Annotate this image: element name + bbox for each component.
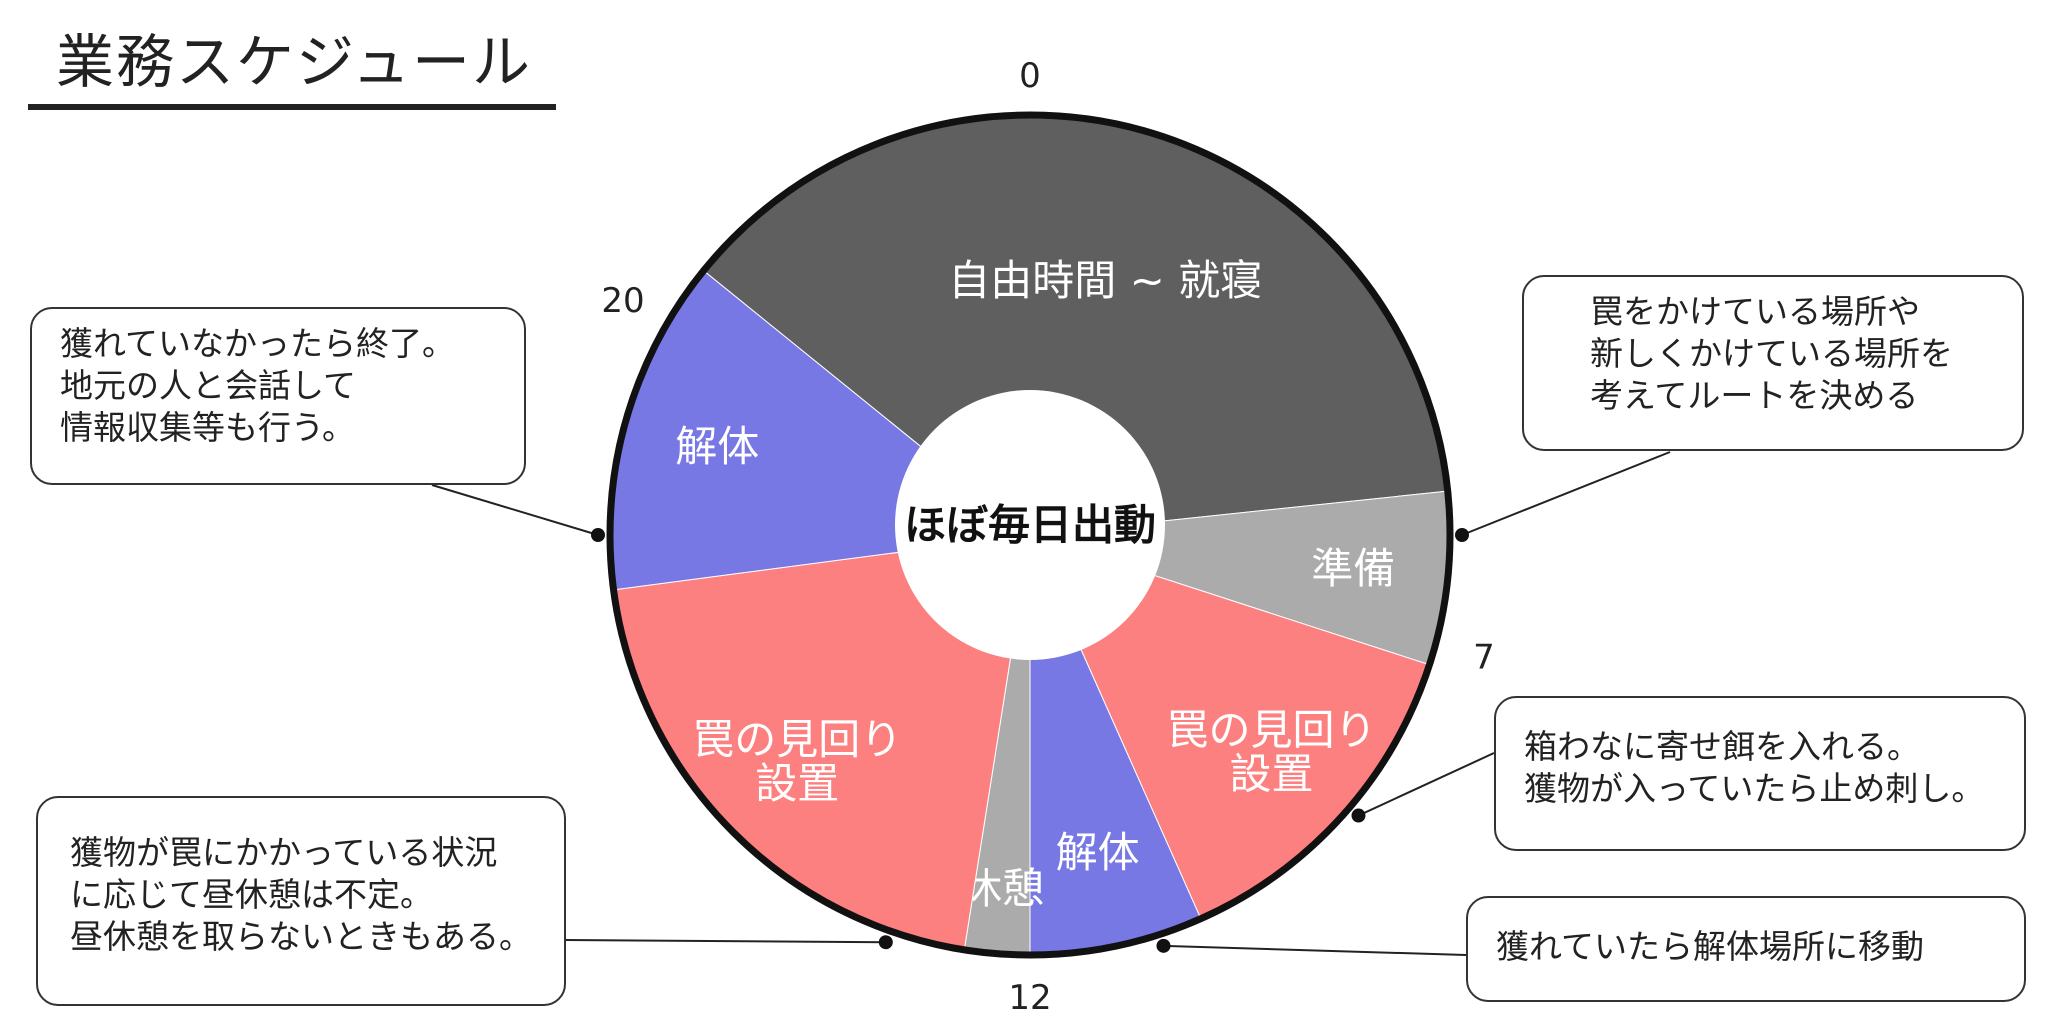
leader-line-route [1461,451,1671,536]
leader-line-finish [431,484,599,536]
segment-label: 罠の見回り設置 [692,715,902,808]
callout-line: 考えてルートを決める [1590,376,1919,415]
callout-line: 箱わなに寄せ餌を入れる。 [1524,727,1920,766]
leader-dot-route [1455,528,1469,542]
title-underline [28,104,556,110]
segment-label: 解体 [675,422,759,471]
callout-line: 獲物が入っていたら止め刺し。 [1524,769,1985,808]
callout-bait-note: 箱わなに寄せ餌を入れる。 獲物が入っていたら止め刺し。 [1494,696,2026,851]
callout-line: 昼休憩を取らないときもある。 [70,917,532,956]
center-circle [895,390,1165,660]
segment-label-line: 解体 [1056,828,1140,877]
center-label: ほぼ毎日出動 [904,501,1156,550]
leader-line-bait [1358,752,1495,817]
callout-finish-note: 獲れていなかったら終了。 地元の人と会話して 情報収集等も行う。 [30,307,526,485]
callout-route-note: 罠をかけている場所や 新しくかけている場所を 考えてルートを決める [1522,275,2024,451]
callout-line: 情報収集等も行う。 [60,408,356,447]
segment-label: 自由時間 ~ 就寝 [948,256,1262,305]
leader-dot-bait [1351,808,1366,823]
callout-line: 新しくかけている場所を [1590,334,1953,373]
hour-label-7: 7 [1473,638,1495,678]
callout-move-note: 獲れていたら解体場所に移動 [1466,896,2026,1002]
segment-label-line: 自由時間 ~ 就寝 [948,256,1262,305]
hour-label-0: 0 [1019,56,1041,96]
hour-label-12: 12 [1008,978,1051,1018]
segment-label-line: 解体 [675,422,759,471]
callout-rest-note: 獲物が罠にかかっている状況 に応じて昼休憩は不定。 昼休憩を取らないときもある。 [36,796,566,1006]
segment-label-line: 罠の見回り [1167,705,1377,754]
callout-line: 獲れていたら解体場所に移動 [1496,927,1925,966]
segment-label-line: 罠の見回り [692,715,902,764]
leader-dot-finish [591,528,605,542]
callout-line: 獲物が罠にかかっている状況 [70,833,498,872]
segment-label-line: 設置 [755,759,839,808]
segment-label: 解体 [1056,828,1140,877]
hour-label-20: 20 [601,281,644,321]
callout-line: に応じて昼休憩は不定。 [70,875,433,914]
page-title: 業務スケジュール [56,28,532,96]
segment-label: 準備 [1311,544,1395,593]
leader-dot-rest [878,935,893,950]
leader-line-rest [565,939,886,944]
callout-line: 獲れていなかったら終了。 [60,324,456,363]
segment-label-line: 設置 [1230,749,1314,798]
segment-label: 罠の見回り設置 [1167,705,1377,798]
callout-line: 罠をかけている場所や [1590,292,1920,331]
segment-label-line: 準備 [1311,544,1395,593]
leader-dot-move [1156,938,1171,953]
callout-line: 地元の人と会話して [60,366,357,405]
leader-line-move [1163,944,1467,956]
clock-outer-ring [606,111,1454,959]
